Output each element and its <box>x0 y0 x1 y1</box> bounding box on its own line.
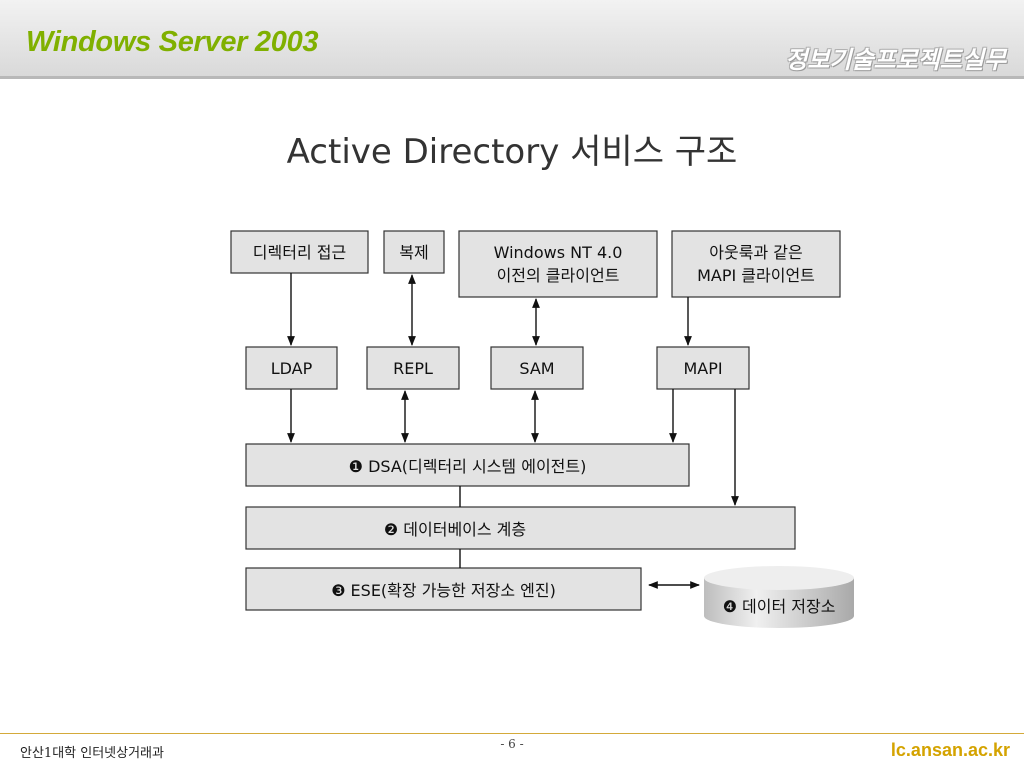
brand-title: Windows Server 2003 <box>26 26 319 58</box>
page-number: - 6 - <box>500 737 524 751</box>
svg-text:❶ DSA(디렉터리 시스템 에이전트): ❶ DSA(디렉터리 시스템 에이전트) <box>349 457 587 476</box>
interface-ldap: LDAP <box>245 346 338 390</box>
svg-text:LDAP: LDAP <box>271 359 313 378</box>
svg-text:디렉터리 접근: 디렉터리 접근 <box>253 243 346 262</box>
connector-arrows <box>287 273 739 589</box>
svg-text:❷ 데이터베이스 계층: ❷ 데이터베이스 계층 <box>384 520 526 539</box>
layer-ese: ❸ ESE(확장 가능한 저장소 엔진) <box>245 567 642 611</box>
svg-text:복제: 복제 <box>399 243 428 262</box>
course-title: 정보기술프로젝트실무 <box>785 46 1006 74</box>
footer-school: 안산1대학 인터넷상거래과 <box>20 746 164 761</box>
interface-mapi: MAPI <box>656 346 750 390</box>
footer-divider <box>0 733 1024 734</box>
client-outlook-mapi: 아웃룩과 같은 MAPI 클라이언트 <box>671 230 841 298</box>
svg-text:Windows NT 4.0: Windows NT 4.0 <box>494 243 623 262</box>
slide-title: Active Directory 서비스 구조 <box>286 132 738 172</box>
svg-text:REPL: REPL <box>393 359 433 378</box>
svg-text:❸ ESE(확장 가능한 저장소 엔진): ❸ ESE(확장 가능한 저장소 엔진) <box>331 581 556 600</box>
slide-header: Windows Server 2003 정보기술프로젝트실무 <box>0 0 1024 79</box>
interface-repl: REPL <box>366 346 460 390</box>
client-directory-access: 디렉터리 접근 <box>230 230 369 274</box>
data-store-cylinder: ❹ 데이터 저장소 <box>704 566 854 628</box>
svg-text:이전의 클라이언트: 이전의 클라이언트 <box>497 266 620 285</box>
svg-text:MAPI 클라이언트: MAPI 클라이언트 <box>697 266 815 285</box>
svg-text:❹ 데이터 저장소: ❹ 데이터 저장소 <box>723 597 836 616</box>
footer-site: lc.ansan.ac.kr <box>890 740 1010 760</box>
layer-dsa: ❶ DSA(디렉터리 시스템 에이전트) <box>245 443 690 487</box>
client-windows-nt: Windows NT 4.0 이전의 클라이언트 <box>458 230 658 298</box>
interface-sam: SAM <box>490 346 584 390</box>
client-replication: 복제 <box>383 230 445 274</box>
svg-text:SAM: SAM <box>519 359 554 378</box>
svg-text:MAPI: MAPI <box>683 359 722 378</box>
layer-database: ❷ 데이터베이스 계층 <box>245 506 796 550</box>
svg-text:아웃룩과 같은: 아웃룩과 같은 <box>709 243 802 262</box>
